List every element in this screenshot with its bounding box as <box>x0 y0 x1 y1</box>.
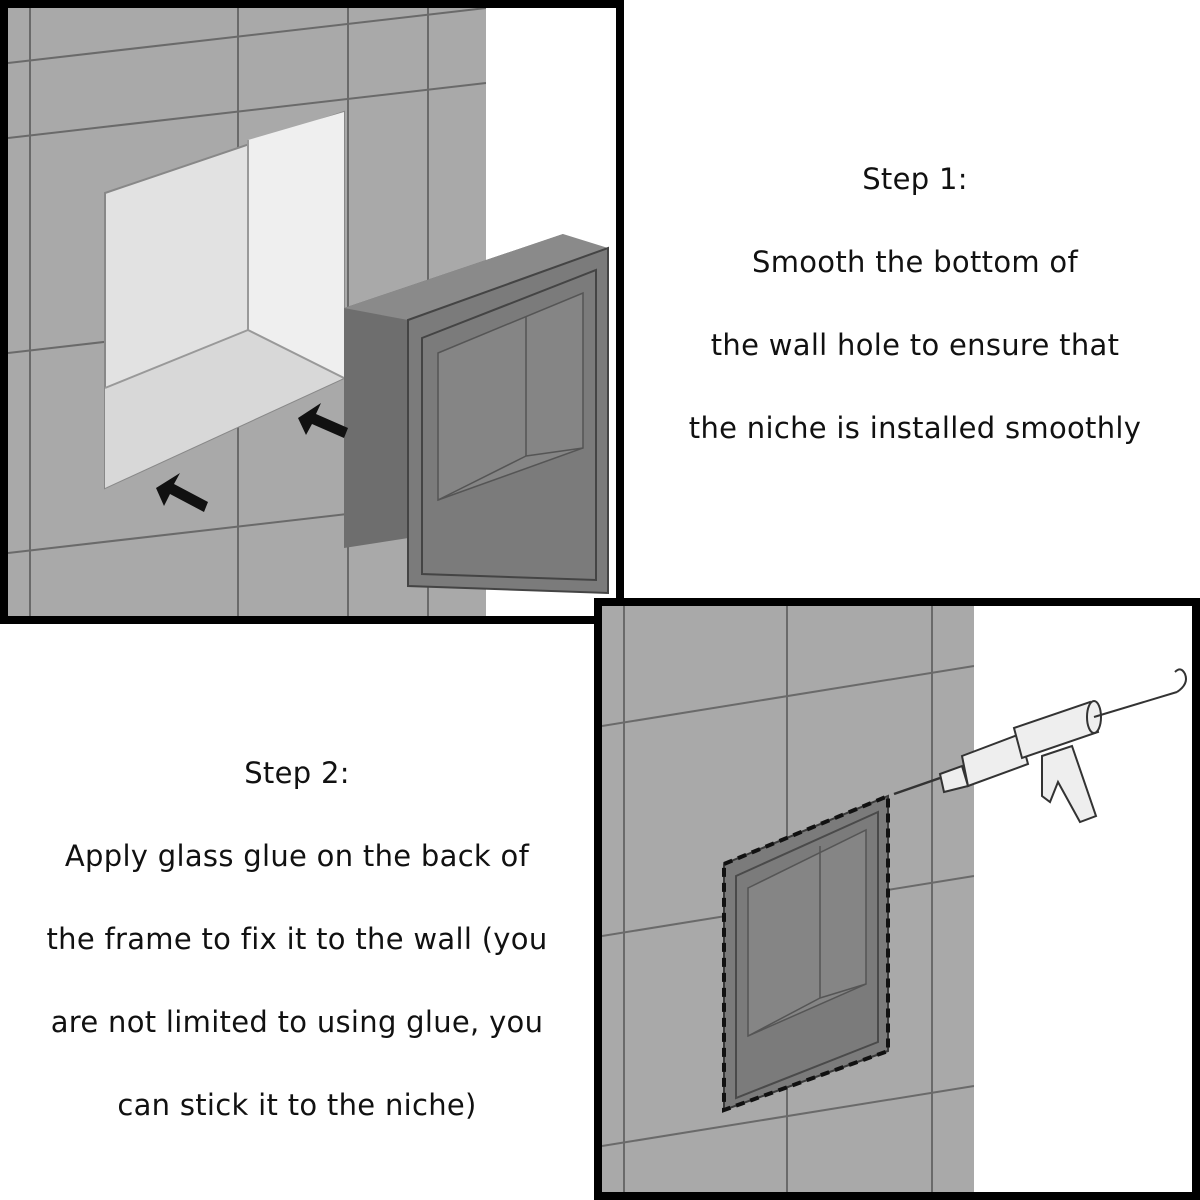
step2-line: are not limited to using glue, you <box>50 1005 544 1039</box>
wall-hole-bottom <box>105 330 344 488</box>
step1-illustration-panel <box>0 0 624 624</box>
step2-illustration <box>602 606 1192 1192</box>
step1-heading: Step 1: <box>862 162 968 196</box>
step2-line: can stick it to the niche) <box>117 1088 477 1122</box>
step2-line: the frame to fix it to the wall (you <box>46 922 548 956</box>
arrow-icon <box>156 473 208 512</box>
caulking-gun-icon <box>893 668 1187 824</box>
step1-line: Smooth the bottom of <box>752 245 1078 279</box>
arrow-icon <box>298 403 348 438</box>
step2-illustration-panel <box>594 598 1200 1200</box>
step2-description: Step 2: Apply glass glue on the back of … <box>12 732 582 1147</box>
step2-heading: Step 2: <box>244 756 350 790</box>
step2-line: Apply glass glue on the back of <box>64 839 530 873</box>
step1-illustration <box>8 8 616 616</box>
step1-description: Step 1: Smooth the bottom of the wall ho… <box>650 138 1180 470</box>
wall-hole-side <box>248 112 344 378</box>
step1-line: the niche is installed smoothly <box>688 411 1142 445</box>
step1-line: the wall hole to ensure that <box>710 328 1120 362</box>
